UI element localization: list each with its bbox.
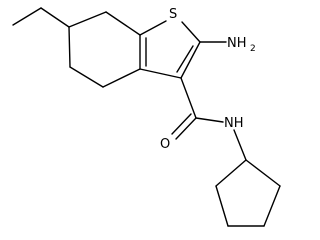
amino-group-label: NH 2: [227, 34, 256, 54]
bond-carbonyl-o-2: [171, 113, 192, 135]
bond-c2-c3-inner: [176, 45, 194, 73]
bond-cp-1-2: [245, 159, 281, 187]
tetrahydro-ring: [68, 11, 141, 88]
bond-carbonyl-o-1: [175, 117, 197, 140]
bond-c5-c4: [69, 66, 104, 88]
carbonyl-oxygen-label: O: [160, 137, 170, 152]
bond-c3-carbonyl: [180, 77, 197, 119]
bond-cp-2-3: [263, 185, 281, 227]
sulfur-atom-label: S: [169, 7, 177, 22]
bond-c2-c3: [180, 41, 201, 79]
bond-c6-c7: [68, 11, 107, 28]
ethyl-group: [12, 7, 70, 28]
bond-ethyl-ch3-ch2: [12, 7, 42, 26]
bond-cp-4-5: [215, 185, 229, 227]
bond-c7-c7a: [105, 11, 141, 36]
bond-c6-c5: [68, 26, 71, 68]
bond-n-cyclopentyl: [233, 129, 247, 161]
bond-c3-c3a: [139, 68, 182, 79]
amino-n-label: NH: [227, 36, 247, 51]
amino-h-count: 2: [250, 44, 256, 54]
thiophene-ring: [139, 20, 201, 79]
bond-s-c2: [181, 21, 201, 43]
chemical-structure: S NH 2 O NH: [12, 7, 281, 227]
bond-ethyl-ch2-c6: [40, 7, 70, 28]
carboxamide-group: [171, 77, 247, 161]
bond-cp-5-1: [215, 159, 247, 187]
amide-nh-label: NH: [224, 116, 244, 131]
bond-carbonyl-n: [195, 117, 224, 123]
bond-c7a-s: [139, 20, 167, 36]
cyclopentyl-ring: [215, 159, 281, 227]
bond-c4-c3a: [102, 68, 141, 88]
